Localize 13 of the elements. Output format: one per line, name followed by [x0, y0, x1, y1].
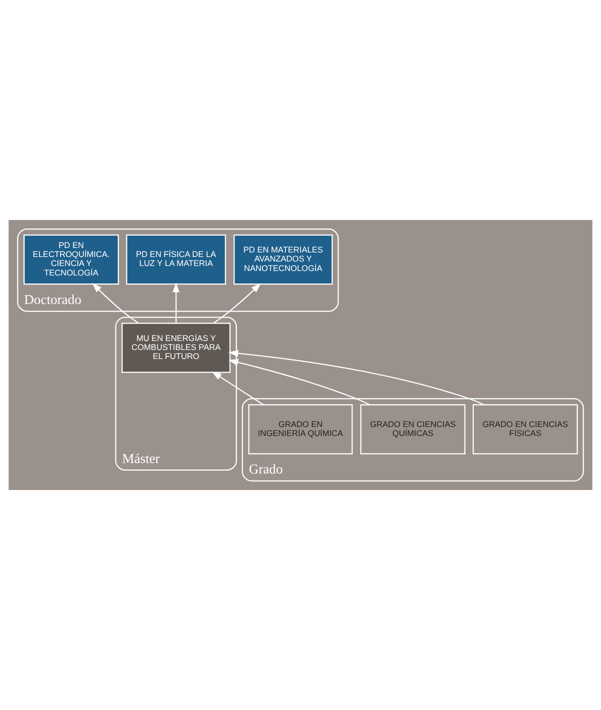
node-box: GRADO EN CIENCIAS QUÍMICAS [360, 404, 466, 454]
arrow [212, 371, 264, 406]
arrow [228, 359, 370, 406]
node-box: PD EN MATERIALES AVANZADOS Y NANOTECNOLOGÍA [234, 234, 333, 285]
node-box: GRADO EN INGENIERÍA QUÍMICA [248, 404, 353, 454]
arrow [213, 283, 261, 324]
node-box: GRADO EN CIENCIAS FÍSICAS [472, 404, 578, 454]
node-box: MU EN ENERGÍAS Y COMBUSTIBLES PARA EL FUTURO [122, 322, 231, 373]
arrow [228, 350, 484, 406]
node-box: PD EN ELECTROQUÍMICA. CIENCIA Y TECNOLOGÍA [24, 234, 119, 285]
arrow [92, 282, 139, 324]
node-box: PD EN FÍSICA DE LA LUZ Y LA MATERIA [126, 234, 226, 285]
arrow [172, 282, 180, 324]
